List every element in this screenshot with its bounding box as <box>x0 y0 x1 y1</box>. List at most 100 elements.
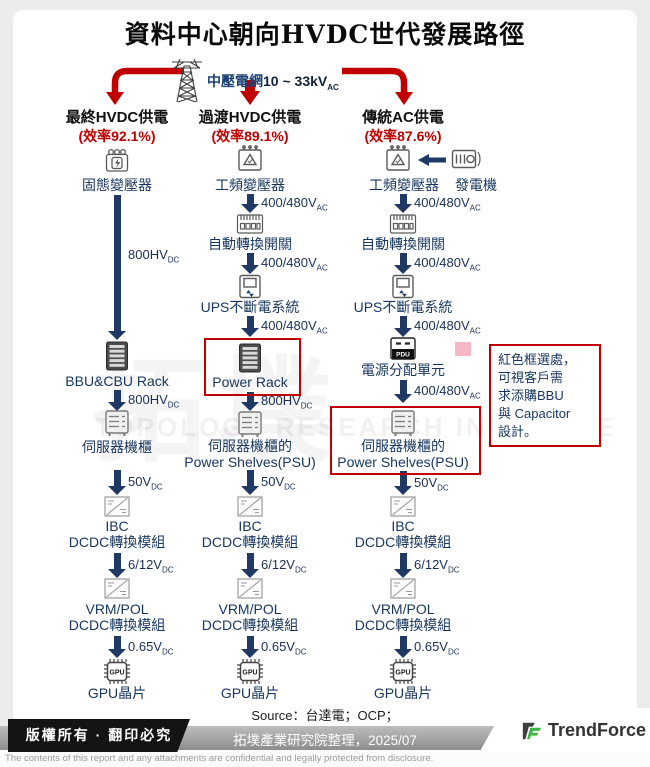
voltage-unit-sub: DC <box>300 401 313 411</box>
svg-text:GPU: GPU <box>242 670 257 677</box>
node-label-text: UPS不斷電系統 <box>200 299 300 315</box>
voltage-label: 400/480VAC <box>414 318 481 336</box>
watermark-cjk: 拓墣 <box>92 343 343 478</box>
svg-text:GPU: GPU <box>395 670 410 677</box>
voltage-unit-sub: DC <box>447 565 460 575</box>
node-label: UPS不斷電系統 <box>158 299 342 315</box>
voltage-label: 6/12VDC <box>414 557 460 575</box>
voltage-label: 0.65VDC <box>261 639 307 657</box>
node-label-text: 伺服器機櫃 <box>82 439 152 455</box>
node-label: 伺服器機櫃 <box>25 439 209 455</box>
flow-arrow <box>394 316 412 337</box>
copyright-badge: 版權所有 · 翻印必究 <box>8 719 190 752</box>
voltage-value: 800HV <box>261 393 301 408</box>
flow-arrow <box>394 194 412 213</box>
node-label-text: VRM/POL <box>371 601 435 617</box>
node-label: UPS不斷電系統 <box>311 299 495 315</box>
voltage-unit-sub: DC <box>151 482 163 492</box>
node-label: Power Rack <box>158 374 342 390</box>
voltage-unit-sub: AC <box>316 326 328 336</box>
node-label-text: IBC <box>391 518 415 534</box>
flow-arrow <box>394 471 412 495</box>
node-label-text: BBU&CBU Rack <box>65 373 169 389</box>
dcdc-icon <box>311 578 495 604</box>
voltage-unit-sub: AC <box>469 391 481 401</box>
voltage-value: 0.65V <box>414 638 448 654</box>
node-label: 工頻變壓器 <box>158 177 342 193</box>
voltage-label: 400/480VAC <box>261 195 328 213</box>
flow-arrow <box>241 636 259 658</box>
node-label-text: IBC <box>238 518 262 534</box>
flow-arrow <box>108 390 126 411</box>
node-label-text: 自動轉換開關 <box>208 236 292 252</box>
voltage-label: 0.65VDC <box>128 639 174 657</box>
voltage-label: 50VDC <box>128 474 163 492</box>
voltage-label: 800HVDC <box>128 247 179 265</box>
node-label-text: 伺服器機櫃的 <box>208 438 292 454</box>
page-title: 資料中心朝向HVDC世代發展路徑 <box>124 20 526 49</box>
svg-text:GPU: GPU <box>109 670 124 677</box>
column-title: 傳統AC供電 <box>362 109 444 126</box>
node-label-text-2: Power Shelves(PSU) <box>184 454 316 470</box>
voltage-value: 50V <box>414 474 438 490</box>
flow-arrow <box>241 392 259 411</box>
voltage-unit-sub: DC <box>447 647 460 657</box>
rack-icon <box>158 343 342 378</box>
column-efficiency: (效率89.1%) <box>211 128 289 144</box>
dcdc-icon <box>311 496 495 522</box>
flow-arrow <box>241 470 259 495</box>
voltage-label: 400/480VAC <box>414 255 481 273</box>
voltage-unit-sub: DC <box>294 565 307 575</box>
node-label-text: GPU晶片 <box>220 685 280 701</box>
node-label-text: 電源分配單元 <box>361 362 445 378</box>
node-label: GPU晶片 <box>311 685 495 701</box>
voltage-value: 800HV <box>128 247 168 262</box>
voltage-label: 400/480VAC <box>414 383 481 401</box>
node-label-text: UPS不斷電系統 <box>353 299 453 315</box>
ats-icon <box>311 213 495 240</box>
node-label: 電源分配單元 <box>311 362 495 378</box>
grid-range-sub: AC <box>327 82 339 92</box>
voltage-value: 800HV <box>128 392 168 407</box>
node-label-text-2: DCDC轉換模組 <box>68 617 166 633</box>
grid-name-text: 中壓電網 <box>207 73 263 89</box>
footer-note: 拓墣產業研究院整理，2025/07 <box>233 733 417 748</box>
voltage-value: 400/480V <box>261 318 317 333</box>
node-label-text: Power Rack <box>212 374 288 390</box>
annotation-line: 求添購BBU <box>498 388 564 403</box>
highlight-box <box>204 338 301 396</box>
node-label-text: GPU晶片 <box>87 685 147 701</box>
voltage-unit-sub: DC <box>167 400 180 410</box>
node-label-text: GPU晶片 <box>373 685 433 701</box>
voltage-unit-sub: AC <box>469 203 481 213</box>
node-label: 固態變壓器 <box>25 177 209 193</box>
node-label: 工頻變壓器發電機 <box>341 177 525 193</box>
voltage-value: 400/480V <box>414 255 470 270</box>
generator-icon <box>451 146 481 177</box>
node-label-text: VRM/POL <box>85 601 149 617</box>
ups-icon <box>311 274 495 304</box>
voltage-value: 50V <box>128 474 152 489</box>
node-label-text-2: DCDC轉換模組 <box>354 534 452 550</box>
flow-arrow <box>241 194 259 213</box>
flow-arrow <box>394 553 412 578</box>
flow-arrow <box>108 636 126 658</box>
voltage-unit-sub: AC <box>316 263 328 273</box>
voltage-value: 400/480V <box>261 255 317 270</box>
node-label-text: VRM/POL <box>218 601 282 617</box>
column-efficiency: (效率87.6%) <box>364 128 442 144</box>
trendforce-wordmark: TrendForce <box>547 720 646 740</box>
cabinet-icon <box>25 410 209 442</box>
voltage-unit-sub: DC <box>437 483 449 493</box>
node-label-text: IBC <box>105 518 129 534</box>
node-label-text: 伺服器機櫃的 <box>361 438 445 454</box>
gpu-icon: GPU <box>311 658 495 690</box>
gpu-icon: GPU <box>158 658 342 690</box>
highlight-box <box>330 406 481 475</box>
grid-branch-arrows <box>106 67 413 105</box>
node-label-text-2: DCDC轉換模組 <box>201 617 299 633</box>
